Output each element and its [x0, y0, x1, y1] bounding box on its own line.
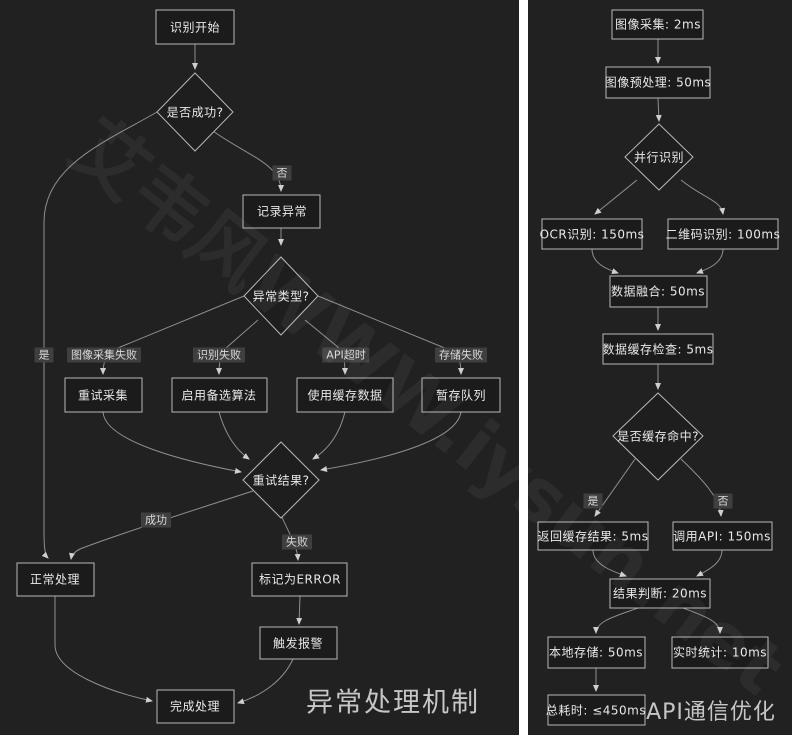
node-queue-label: 暂存队列: [435, 388, 487, 403]
node-return-cache-box: [537, 521, 649, 551]
edge-label-img-fail: 图像采集失败: [67, 347, 141, 363]
node-retry-capture-label: 重试采集: [77, 388, 129, 403]
node-normal-label: 正常处理: [29, 572, 81, 587]
node-done-label: 完成处理: [169, 699, 221, 714]
edge-callapi-to-judge: [696, 549, 723, 577]
edge-label-api-timeout: API超时: [322, 347, 370, 363]
api-timing-flowchart-panel: 图像采集: 2ms 图像预处理: 50ms 并行识别 OCR识别: 150ms …: [528, 0, 792, 735]
edge-normal-to-done: [54, 596, 153, 703]
node-fallback-box: [171, 377, 268, 413]
api-timing-flowchart-canvas: [537, 9, 779, 726]
edge-judge-to-stats: [682, 607, 723, 634]
edge-retry-capture-to-result: [102, 411, 242, 474]
edge-alarm-to-done: [237, 658, 294, 705]
node-parallel-label: 并行识别: [633, 150, 685, 165]
edge-judge-to-localstore: [593, 607, 639, 634]
exception-flowchart-panel: 识别开始 是否成功? 记录异常 异常类型? 重试采集 启用备选算法 使用缓存数据…: [0, 0, 519, 735]
node-fusion-label: 数据融合: 50ms: [610, 284, 706, 299]
node-record-label: 记录异常: [256, 204, 308, 219]
node-type-diamond: [243, 256, 319, 336]
node-cache-hit-label: 是否缓存命中?: [617, 429, 699, 444]
node-capture-label: 图像采集: 2ms: [615, 17, 701, 32]
node-fusion-box: [609, 275, 708, 308]
edge-ocr-to-fusion: [591, 248, 619, 274]
node-judge-label: 结果判断: 20ms: [612, 586, 708, 601]
node-parallel-diamond: [624, 123, 694, 191]
edge-preprocess-to-parallel: [655, 97, 662, 122]
node-use-cache-box: [296, 377, 394, 413]
node-preprocess-label: 图像预处理: 50ms: [604, 75, 712, 90]
edge-label-rec-fail: 识别失败: [193, 347, 245, 363]
node-queue-box: [421, 377, 501, 413]
node-preprocess-box: [605, 66, 711, 99]
edge-label-store-fail: 存储失败: [435, 347, 487, 363]
node-retry-result-diamond: [242, 441, 320, 519]
edge-qr-to-fusion: [696, 248, 724, 274]
node-mark-error-box: [251, 562, 348, 597]
node-ocr-box: [541, 218, 643, 250]
right-diagram-title: API通信优化: [646, 700, 776, 725]
edge-parallel-to-ocr: [594, 179, 638, 215]
node-stats-box: [671, 636, 769, 669]
edge-fallback-to-result: [218, 411, 250, 460]
edge-parallel-to-qr: [680, 179, 726, 215]
edge-label-yes: 是: [34, 347, 54, 363]
edge-label-no: 否: [272, 165, 292, 181]
node-stats-label: 实时统计: 10ms: [672, 645, 768, 660]
node-judge-box: [609, 578, 711, 609]
node-qr-label: 二维码识别: 100ms: [665, 227, 781, 242]
edge-queue-to-result: [320, 411, 462, 472]
edge-label-cache-yes: 是: [583, 493, 603, 509]
node-alarm-label: 触发报警: [272, 636, 324, 651]
node-cache-hit-diamond: [612, 392, 704, 481]
node-alarm-box: [259, 626, 338, 660]
node-success-diamond: [156, 72, 234, 152]
node-record-box: [242, 194, 321, 229]
node-cache-check-label: 数据缓存检查: 5ms: [602, 342, 714, 357]
node-mark-error-label: 标记为ERROR: [258, 572, 342, 587]
node-type-label: 异常类型?: [252, 289, 310, 304]
node-total-label: 总耗时: ≤450ms: [545, 703, 647, 718]
exception-flowchart-canvas: [16, 9, 501, 724]
node-call-api-label: 调用API: 150ms: [673, 529, 771, 544]
edge-label-fail: 失败: [282, 534, 312, 550]
node-use-cache-label: 使用缓存数据: [307, 388, 383, 403]
node-normal-box: [16, 562, 95, 597]
node-retry-capture-box: [64, 377, 143, 413]
edge-error-to-alarm: [296, 595, 303, 625]
left-diagram-title: 异常处理机制: [306, 687, 480, 719]
node-qr-box: [667, 218, 779, 250]
node-retry-result-label: 重试结果?: [252, 473, 310, 488]
node-ocr-label: OCR识别: 150ms: [539, 227, 645, 242]
edge-success-no: [212, 130, 284, 192]
edge-hit-no: [680, 458, 724, 517]
node-local-store-box: [547, 636, 646, 669]
node-start-box: [155, 9, 235, 45]
edge-result-success: [69, 490, 254, 560]
node-total-box: [547, 694, 646, 726]
node-success-label: 是否成功?: [166, 105, 224, 120]
edge-success-yes: [41, 111, 158, 559]
node-local-store-label: 本地存储: 50ms: [548, 645, 644, 660]
node-start-label: 识别开始: [169, 20, 221, 35]
node-capture-box: [611, 9, 704, 40]
node-done-box: [156, 689, 235, 724]
edge-label-success: 成功: [141, 512, 171, 528]
edge-return-to-judge: [592, 549, 627, 577]
node-return-cache-label: 返回缓存结果: 5ms: [537, 529, 649, 544]
node-call-api-box: [672, 521, 773, 551]
node-fallback-label: 启用备选算法: [181, 388, 257, 403]
edge-label-cache-no: 否: [713, 493, 733, 509]
edge-use-cache-to-result: [312, 411, 346, 460]
node-cache-check-box: [602, 333, 714, 365]
